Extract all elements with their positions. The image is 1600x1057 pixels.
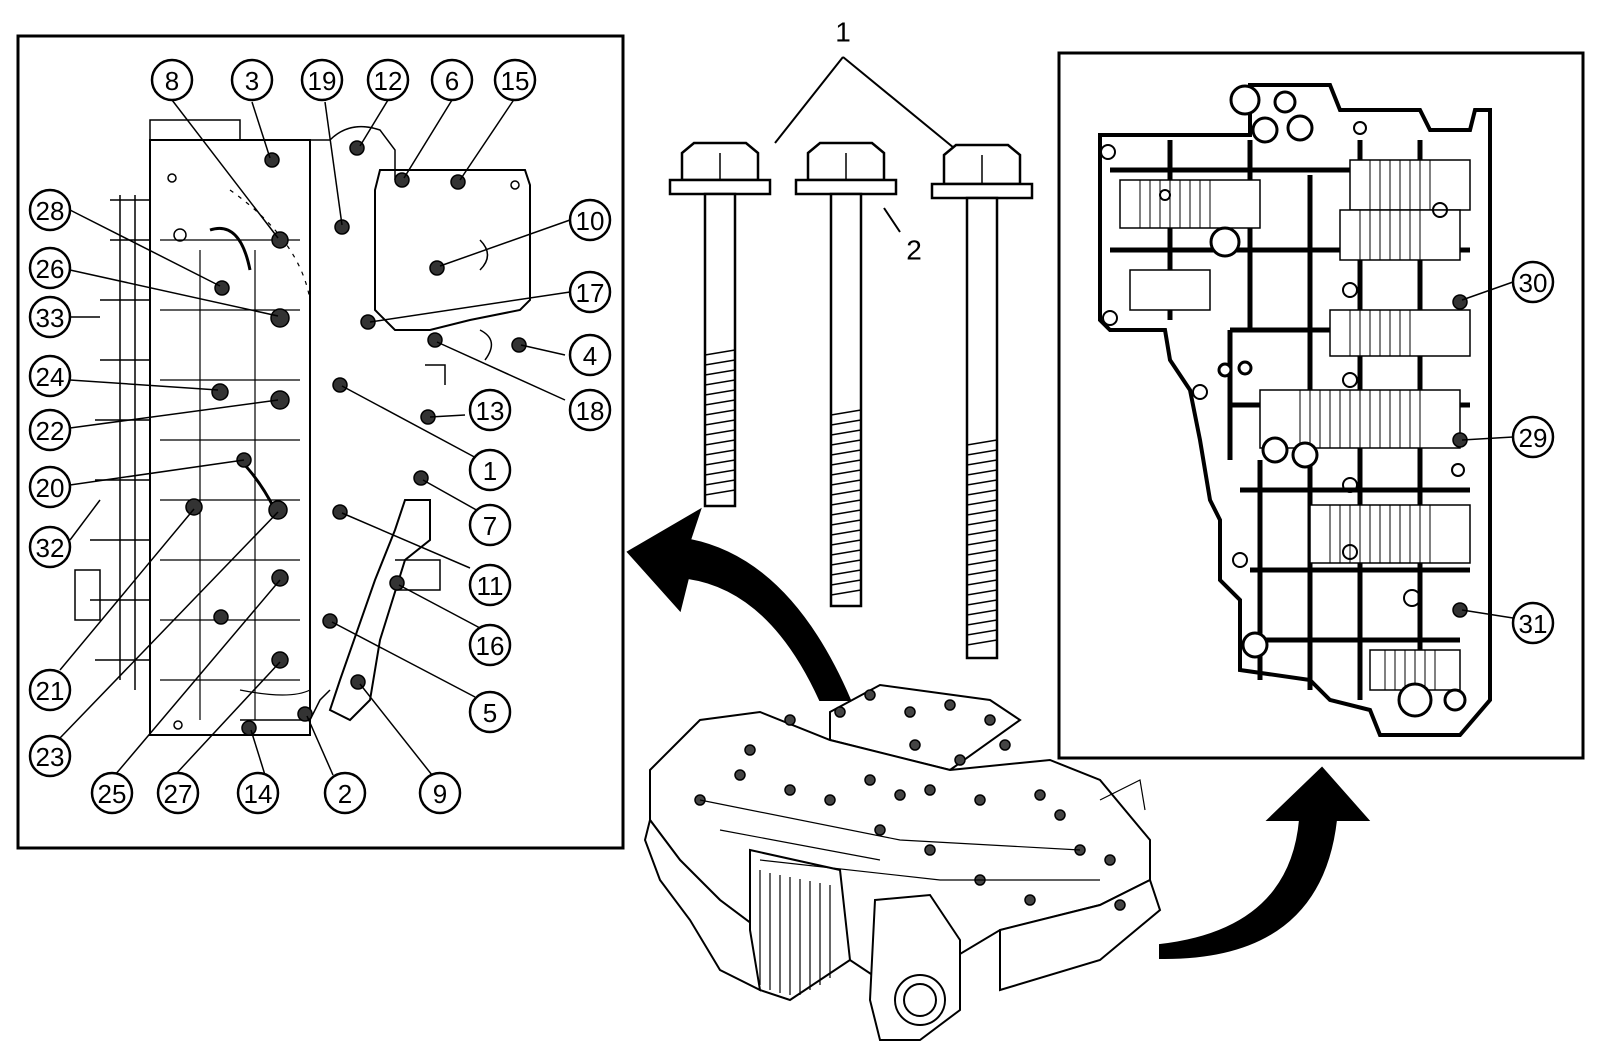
right-callout-bubbles (1511, 260, 1555, 645)
callout-15: 15 (501, 66, 530, 96)
arrow-to-left-panel (626, 507, 852, 701)
callout-10: 10 (576, 206, 605, 236)
left-detail-panel: 8 3 19 12 6 15 28 26 33 24 22 20 32 10 1… (16, 34, 625, 850)
callout-30: 30 (1519, 268, 1548, 298)
callout-1: 1 (483, 456, 497, 486)
callout-5: 5 (483, 698, 497, 728)
callout-13: 13 (476, 396, 505, 426)
right-valve-body-drawing (1098, 83, 1492, 737)
callout-6: 6 (445, 66, 459, 96)
callout-18: 18 (576, 396, 605, 426)
callout-23: 23 (36, 742, 65, 772)
left-callout-labels: 8 3 19 12 6 15 28 26 33 24 22 20 32 10 1… (36, 66, 605, 809)
callout-33: 33 (36, 303, 65, 333)
callout-8: 8 (165, 66, 179, 96)
callout-25: 25 (98, 779, 127, 809)
callout-31: 31 (1519, 609, 1548, 639)
callout-bolt-length-2: 2 (906, 235, 922, 266)
right-bolt-heads (1452, 294, 1468, 618)
callout-14: 14 (244, 779, 273, 809)
right-callout-labels: 30 29 31 (1519, 268, 1548, 639)
callout-21: 21 (36, 676, 65, 706)
bolt-short (668, 141, 772, 508)
callout-7: 7 (483, 511, 497, 541)
callout-32: 32 (36, 533, 65, 563)
bolt-long (930, 143, 1034, 660)
bolts-callout-leaders (774, 56, 955, 233)
callout-17: 17 (576, 278, 605, 308)
callout-bolts-1: 1 (835, 17, 851, 48)
right-detail-panel: 30 29 31 (1057, 51, 1585, 760)
callout-9: 9 (433, 779, 447, 809)
arrow-to-right-panel (1159, 766, 1371, 960)
left-callout-bubbles (28, 58, 612, 815)
left-leader-lines (59, 97, 571, 776)
bolt-illustrations (668, 56, 1034, 660)
right-leader-lines (1461, 281, 1514, 619)
left-valve-body-drawing (74, 119, 531, 736)
assembly-leader-line (824, 664, 846, 701)
callout-24: 24 (36, 362, 65, 392)
callout-22: 22 (36, 416, 65, 446)
callout-3: 3 (245, 66, 259, 96)
callout-27: 27 (164, 779, 193, 809)
callout-19: 19 (308, 66, 337, 96)
callout-2: 2 (338, 779, 352, 809)
callout-4: 4 (583, 341, 597, 371)
bolt-medium (794, 141, 898, 608)
callout-29: 29 (1519, 423, 1548, 453)
callout-28: 28 (36, 196, 65, 226)
assembled-valve-body (643, 683, 1162, 1041)
callout-12: 12 (374, 66, 403, 96)
callout-20: 20 (36, 473, 65, 503)
callout-16: 16 (476, 631, 505, 661)
callout-11: 11 (477, 571, 504, 601)
callout-26: 26 (36, 254, 65, 284)
